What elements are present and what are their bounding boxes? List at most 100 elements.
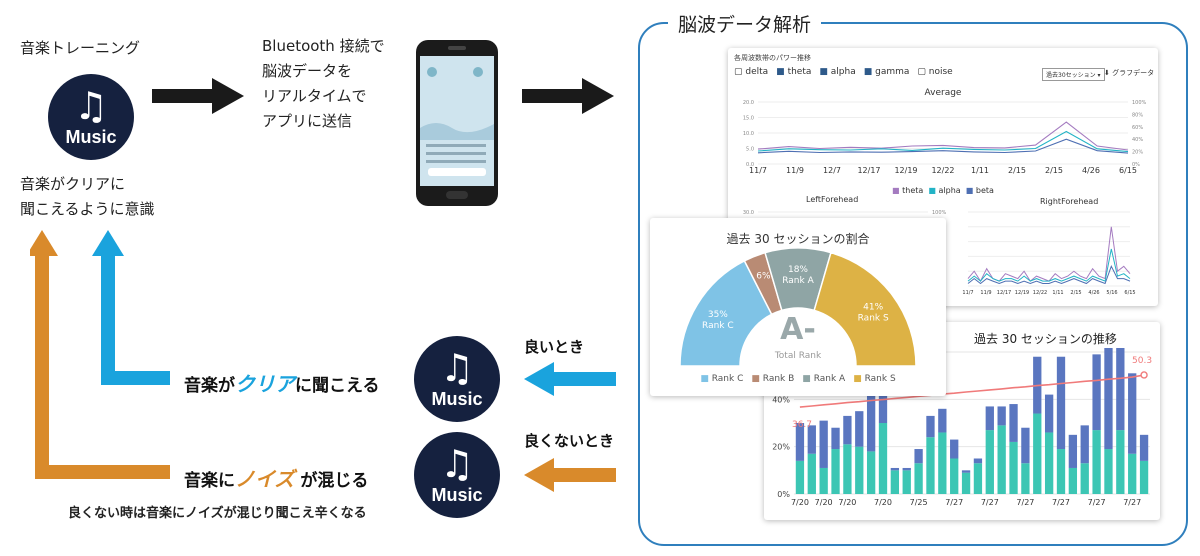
- bar-blue: [902, 467, 911, 471]
- legend-noise[interactable]: ▢ noise: [917, 67, 953, 77]
- bar-teal: [1021, 463, 1030, 494]
- orange-left-arrow: [524, 458, 616, 492]
- sub-legend-theta[interactable]: ■ theta: [892, 186, 924, 195]
- noise-result-post: が混じる: [300, 471, 369, 491]
- orange-loop-arrow: [30, 230, 170, 479]
- legend-gamma[interactable]: ■ gamma: [863, 67, 910, 77]
- legend-theta[interactable]: ■ theta: [776, 67, 812, 77]
- legend-alpha[interactable]: ■ alpha: [819, 67, 856, 77]
- donut-rank-label: Rank C: [702, 321, 734, 331]
- trend-line: [799, 374, 1145, 408]
- bar-teal: [866, 451, 876, 494]
- bar-y-tick: 0%: [777, 490, 790, 499]
- donut-pct-label: 35%: [708, 310, 728, 320]
- bar-x-tick: 7/20: [838, 498, 856, 507]
- bar-teal: [997, 425, 1006, 494]
- donut-card-title: 過去 30 セッションの割合: [726, 232, 870, 246]
- avg-y2-tick: 40%: [1132, 137, 1143, 143]
- donut-legend-item[interactable]: ■ Rank A: [802, 374, 846, 384]
- bar-teal: [1068, 467, 1078, 494]
- bt-line3: リアルタイムで: [262, 87, 367, 105]
- bt-line4: アプリに送信: [262, 112, 353, 130]
- bar-teal: [985, 430, 994, 494]
- bar-teal: [819, 467, 828, 494]
- donut-pct-label: 18%: [788, 265, 808, 275]
- avg-x-tick: 4/26: [1082, 166, 1100, 175]
- bar-teal: [1104, 449, 1113, 494]
- right-x-tick: 5/16: [1106, 290, 1118, 296]
- graph-data-link[interactable]: ⬇ グラフデータ: [1104, 69, 1155, 77]
- avg-x-tick: 1/11: [971, 166, 989, 175]
- bar-blue: [890, 467, 900, 471]
- bar-teal: [855, 446, 864, 494]
- donut-legend-item[interactable]: ■ Rank B: [751, 374, 795, 384]
- right-series-alpha: [967, 248, 1131, 282]
- donut-rank-label: Rank A: [782, 276, 814, 286]
- bar-teal: [795, 460, 805, 494]
- legend-delta[interactable]: ▢ delta: [734, 67, 769, 77]
- trend-last-point: [1140, 371, 1148, 379]
- bar-teal: [973, 463, 983, 494]
- right-x-tick: 1/11: [1052, 290, 1064, 296]
- bar-teal: [926, 437, 935, 494]
- bar-teal: [950, 458, 959, 494]
- avg-y2-tick: 0%: [1132, 162, 1140, 168]
- bar-blue: [950, 439, 959, 459]
- left-y2-tick: 100%: [932, 210, 947, 216]
- bar-teal: [807, 453, 816, 494]
- donut-legend-item[interactable]: ■ Rank S: [853, 374, 896, 384]
- music-note-icon: ♫: [73, 83, 109, 128]
- feedback-arrows: [30, 230, 170, 479]
- clear-instruction-line1: 音楽がクリアに: [20, 175, 126, 193]
- bar-x-tick: 7/27: [1088, 498, 1106, 507]
- power-card-title: 各周波数帯のパワー推移: [734, 54, 811, 62]
- bt-line1: Bluetooth 接続で: [262, 37, 385, 55]
- session-select[interactable]: 過去30セッション ▾: [1042, 68, 1105, 81]
- donut-pct-label: 41%: [863, 303, 883, 313]
- bar-blue: [843, 415, 852, 445]
- right-forehead-title: RightForehead: [1040, 197, 1099, 206]
- avg-y2-tick: 100%: [1132, 100, 1147, 106]
- trend-card-title: 過去 30 セッションの推移: [974, 332, 1117, 346]
- avg-series-theta: [757, 121, 1129, 151]
- avg-y-tick: 5.0: [746, 147, 754, 153]
- avg-x-tick: 12/17: [857, 166, 881, 175]
- bar-teal: [1056, 449, 1066, 494]
- noise-result-highlight: ノイズ: [235, 467, 295, 491]
- bar-teal: [1139, 460, 1149, 494]
- bar-blue: [914, 449, 923, 464]
- avg-x-tick: 11/9: [786, 166, 804, 175]
- right-forehead-line-chart: [967, 211, 1131, 287]
- bar-teal: [1080, 463, 1089, 494]
- avg-chart-title: Average: [924, 88, 962, 98]
- bar-blue: [961, 470, 971, 473]
- music-icon-bad: ♫ Music: [414, 432, 500, 518]
- bar-blue: [1128, 373, 1137, 454]
- avg-x-tick: 12/19: [894, 166, 918, 175]
- sub-legend-alpha[interactable]: ■ alpha: [928, 186, 961, 195]
- bar-x-tick: 7/27: [981, 498, 999, 507]
- avg-x-tick: 11/7: [749, 166, 767, 175]
- bar-blue: [1104, 348, 1113, 450]
- trend-last-label: 50.3: [1132, 356, 1152, 366]
- analysis-panel-title: 脳波データ解析: [668, 10, 822, 37]
- donut-legend-item[interactable]: ■ Rank C: [700, 374, 744, 384]
- avg-y2-tick: 80%: [1132, 112, 1143, 118]
- clear-result-post: に聞こえる: [295, 376, 380, 396]
- bar-teal: [1092, 430, 1101, 494]
- sub-legend-beta[interactable]: ■ beta: [965, 186, 994, 195]
- clear-instruction: 音楽がクリアに 聞こえるように意識: [20, 172, 155, 222]
- right-x-tick: 2/15: [1070, 290, 1082, 296]
- avg-y-tick: 15.0: [743, 116, 754, 122]
- arrow-to-analysis: [522, 78, 614, 114]
- left-forehead-title: LeftForehead: [806, 195, 859, 204]
- bar-teal: [1128, 453, 1137, 494]
- bar-teal: [843, 444, 852, 494]
- right-x-tick: 4/26: [1088, 290, 1100, 296]
- bar-x-tick: 7/27: [1052, 498, 1070, 507]
- bar-blue: [1044, 394, 1054, 433]
- bar-y-tick: 40%: [772, 395, 790, 404]
- bar-x-tick: 7/20: [815, 498, 833, 507]
